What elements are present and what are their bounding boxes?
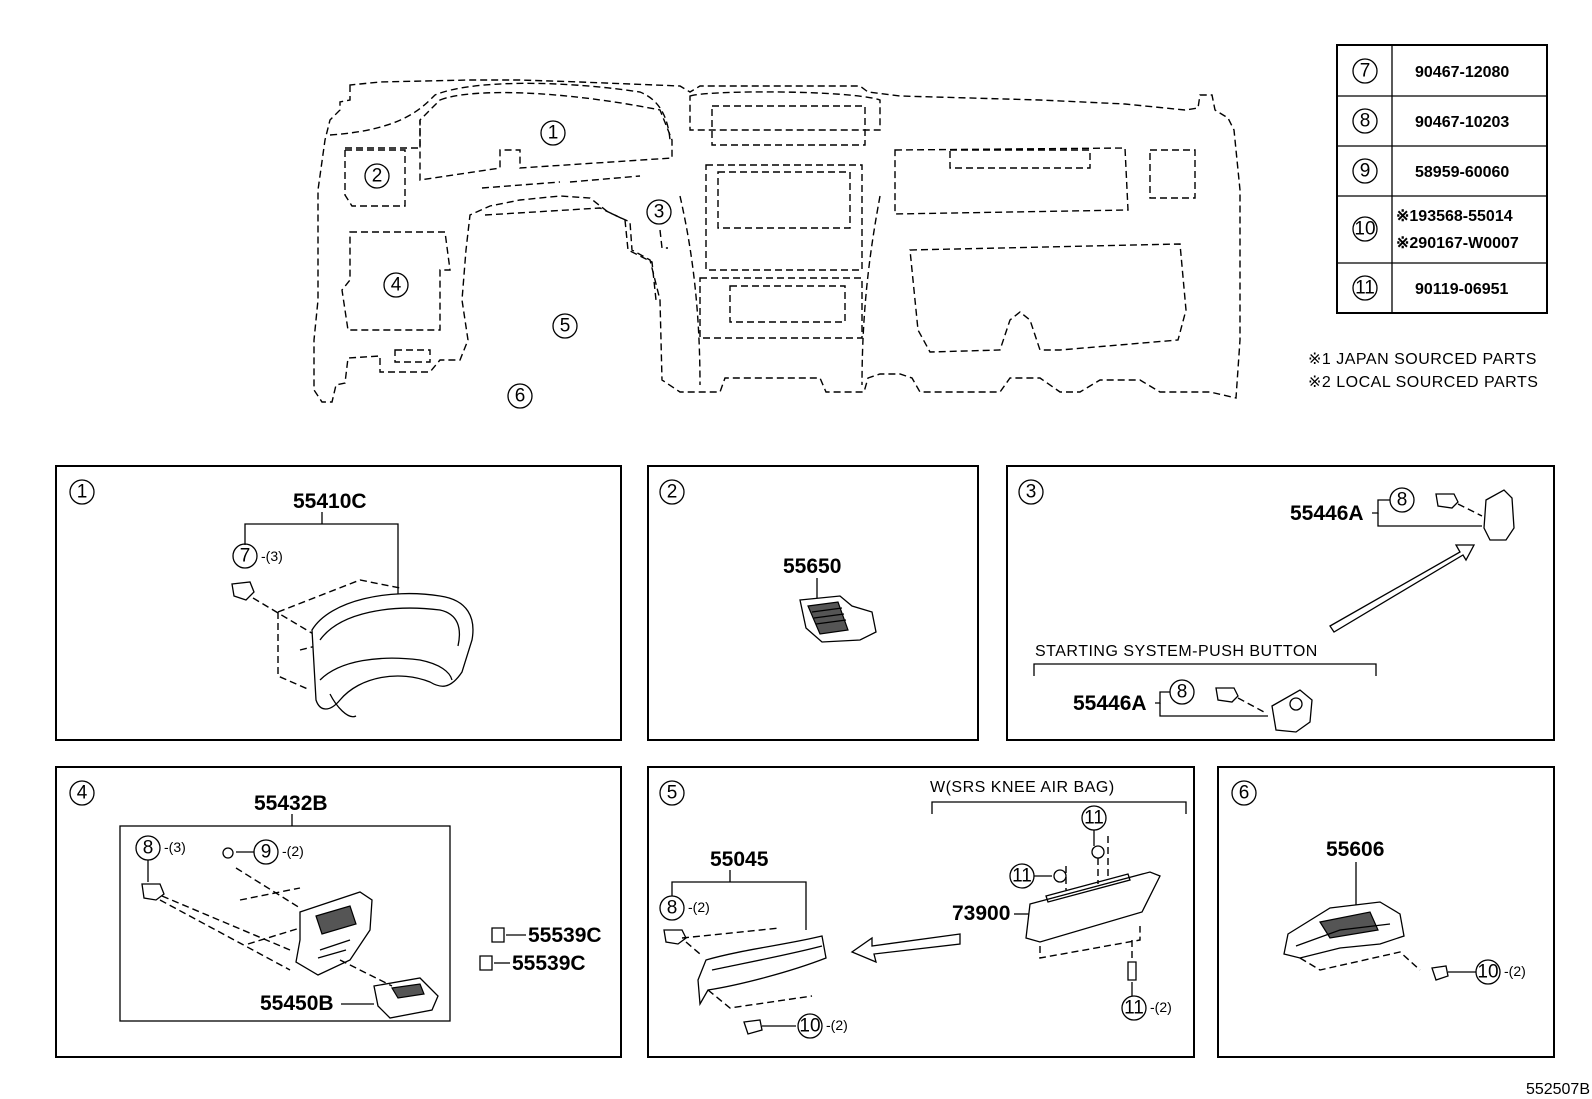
svg-text:10: 10 (1477, 962, 1498, 983)
svg-text:5: 5 (560, 316, 571, 337)
panel-1: 1 55410C 7 -(3) (55, 465, 622, 741)
overview-label-1: 1 (540, 120, 566, 146)
knee-airbag-caption: W(SRS KNEE AIR BAG) (930, 779, 1115, 796)
svg-text:1: 1 (77, 482, 88, 503)
svg-text:1: 1 (548, 123, 559, 144)
svg-text:8: 8 (143, 838, 154, 859)
svg-text:-(2): -(2) (1150, 999, 1172, 1015)
svg-text:8: 8 (1177, 682, 1188, 703)
note-japan-sourced: ※1 JAPAN SOURCED PARTS (1308, 351, 1537, 368)
part-55410C: 55410C (293, 490, 367, 513)
part-55606: 55606 (1326, 838, 1384, 861)
panel-3: 3 55446A 8 STARTING SYSTEM-PUSH BUTTON 5… (1006, 465, 1555, 741)
part-55045: 55045 (710, 848, 769, 871)
svg-text:10: 10 (799, 1016, 820, 1037)
svg-text:4: 4 (391, 275, 402, 296)
part-55650: 55650 (783, 555, 841, 578)
part-55539C-b: 55539C (512, 952, 586, 975)
svg-text:11: 11 (1012, 866, 1032, 887)
svg-text:-(2): -(2) (1504, 963, 1526, 979)
svg-text:2: 2 (372, 166, 383, 187)
legend-row-7: 7 90467-12080 (1352, 58, 1509, 84)
svg-text:7: 7 (240, 546, 251, 567)
part-55450B: 55450B (260, 992, 334, 1015)
svg-text:-(2): -(2) (282, 843, 304, 859)
overview-label-5: 5 (552, 313, 578, 339)
svg-text:6: 6 (515, 386, 526, 407)
svg-text:-(2): -(2) (826, 1017, 848, 1033)
svg-text:5: 5 (667, 783, 678, 804)
svg-text:11: 11 (1355, 278, 1375, 299)
panel-4: 4 55432B 8 -(3) 9 -(2) 55450B 55539C 5 (55, 766, 622, 1058)
note-local-sourced: ※2 LOCAL SOURCED PARTS (1308, 374, 1538, 391)
dashboard-overview (313, 79, 1241, 403)
legend-notes: ※1 JAPAN SOURCED PARTS ※2 LOCAL SOURCED … (1308, 351, 1538, 391)
part-55446A-bottom: 55446A (1073, 692, 1147, 715)
svg-text:-(2): -(2) (688, 899, 710, 915)
legend-row-11: 11 90119-06951 (1352, 275, 1509, 301)
svg-text:3: 3 (654, 202, 665, 223)
svg-text:8: 8 (667, 898, 678, 919)
legend-row-9: 9 58959-60060 (1352, 158, 1509, 184)
svg-text:2: 2 (667, 482, 678, 503)
panel-2: 2 55650 (647, 465, 979, 741)
svg-text:90467-10203: 90467-10203 (1415, 114, 1509, 131)
part-73900: 73900 (952, 902, 1010, 925)
svg-text:-(3): -(3) (164, 839, 186, 855)
svg-text:6: 6 (1239, 783, 1250, 804)
svg-text:※290167-W0007: ※290167-W0007 (1396, 235, 1519, 252)
legend-table: 7 90467-12080 8 90467-10203 9 58959-6006… (1336, 44, 1548, 314)
part-55446A-top: 55446A (1290, 502, 1364, 525)
svg-text:8: 8 (1360, 111, 1371, 132)
svg-text:9: 9 (261, 842, 272, 863)
overview-label-2: 2 (364, 163, 390, 189)
panel-5: 5 W(SRS KNEE AIR BAG) 55045 8 -(2) 10 -(… (647, 766, 1195, 1058)
svg-text:-(3): -(3) (261, 548, 283, 564)
figure-id: 552507B (1526, 1081, 1590, 1098)
overview-label-6: 6 (507, 383, 533, 409)
svg-text:90119-06951: 90119-06951 (1415, 281, 1509, 298)
part-55539C-a: 55539C (528, 924, 602, 947)
panel-6: 6 55606 10 -(2) (1217, 766, 1555, 1058)
part-55432B: 55432B (254, 792, 328, 815)
overview-label-3: 3 (646, 199, 672, 225)
svg-text:8: 8 (1397, 490, 1408, 511)
svg-text:90467-12080: 90467-12080 (1415, 64, 1509, 81)
svg-text:10: 10 (1354, 219, 1375, 240)
svg-text:58959-60060: 58959-60060 (1415, 164, 1509, 181)
starting-system-caption: STARTING SYSTEM-PUSH BUTTON (1035, 643, 1318, 660)
svg-text:9: 9 (1360, 161, 1371, 182)
svg-text:11: 11 (1084, 808, 1104, 829)
svg-text:3: 3 (1026, 482, 1037, 503)
svg-text:4: 4 (77, 783, 88, 804)
overview-label-4: 4 (383, 272, 409, 298)
legend-row-8: 8 90467-10203 (1352, 108, 1509, 134)
svg-text:※193568-55014: ※193568-55014 (1396, 208, 1513, 225)
legend-row-10: 10 ※193568-55014 ※290167-W0007 (1352, 208, 1519, 252)
svg-text:11: 11 (1124, 998, 1144, 1019)
svg-text:7: 7 (1360, 61, 1371, 82)
